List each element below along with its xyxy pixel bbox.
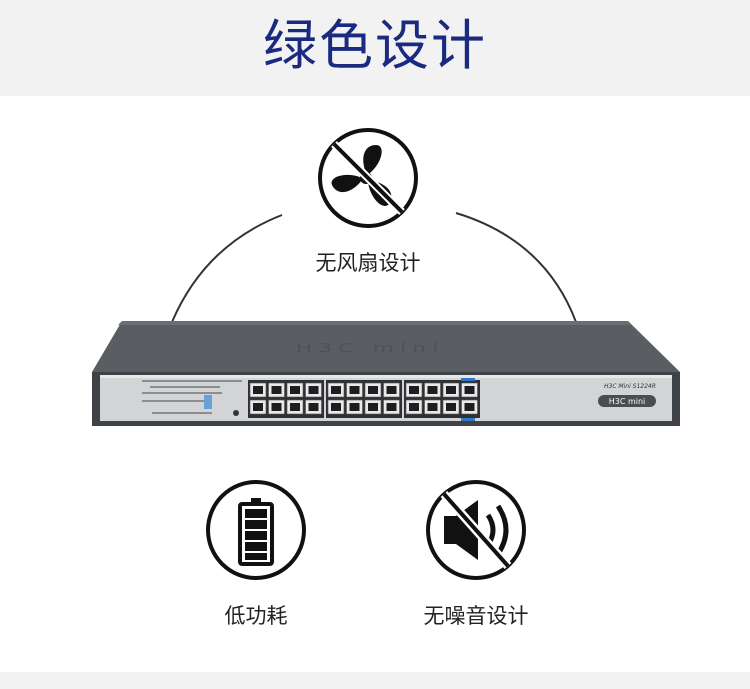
ethernet-port-socket [446,386,456,394]
ethernet-port-socket [253,403,263,411]
ethernet-port-socket [308,403,319,411]
ethernet-port-socket [271,403,282,411]
blue-tag-top [461,378,475,381]
front-logo-badge [598,395,656,407]
led-area [142,380,242,414]
model-label: H3C Mini S1224R [604,383,656,390]
ethernet-port-socket [271,386,282,394]
ethernet-port-socket [331,403,341,411]
battery-icon [206,480,306,580]
ethernet-port-socket [464,386,475,394]
header-band [0,0,750,96]
ethernet-port-socket [308,386,319,394]
front-logo: H3C mini [609,397,646,406]
page-title: 绿色设计 [263,14,487,77]
left-arc [171,214,283,323]
ethernet-port-socket [427,386,438,394]
ethernet-port-socket [446,403,456,411]
low-power-label: 低功耗 [224,604,288,628]
ethernet-port-socket [349,386,360,394]
switch-top [92,321,680,372]
blue-tag-bottom [461,418,475,421]
mute-speaker-icon [426,480,526,580]
ethernet-port-socket [290,386,300,394]
silent-label: 无噪音设计 [423,604,529,628]
ethernet-port-socket [253,386,263,394]
top-logo: H3C mini [296,342,444,356]
switch-device: H3C mini H3C Mini S1224R H3C mini [92,321,680,426]
no-fan-icon [318,128,418,228]
ethernet-port-socket [386,403,397,411]
right-arc [455,212,577,323]
ethernet-port-socket [427,403,438,411]
ethernet-port-socket [409,403,419,411]
ethernet-port-socket [331,386,341,394]
footer-band [0,672,750,689]
reset-button [233,410,239,416]
ethernet-port-socket [368,403,378,411]
ethernet-port-socket [349,403,360,411]
ports [249,382,478,415]
ethernet-port-socket [368,386,378,394]
fanless-label: 无风扇设计 [315,251,421,275]
ethernet-port-socket [290,403,300,411]
ethernet-port-socket [409,386,419,394]
ethernet-port-socket [464,403,475,411]
ethernet-port-socket [386,386,397,394]
